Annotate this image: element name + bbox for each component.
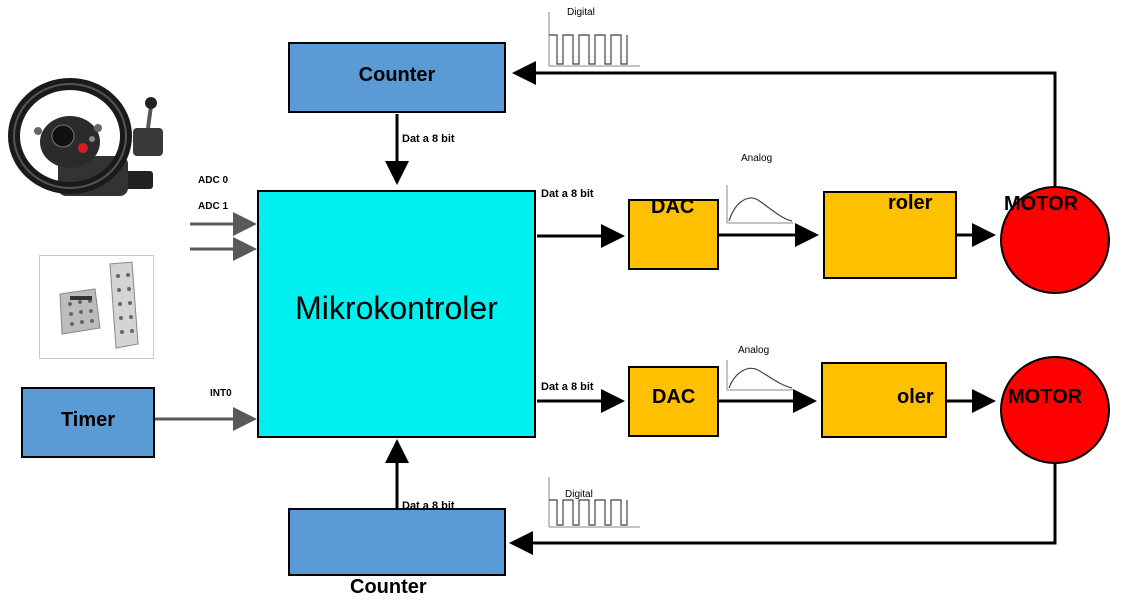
feedback-line-bottom — [509, 463, 1057, 555]
dac-top-label: DAC — [651, 196, 695, 218]
digital-label-top: Digital — [567, 7, 595, 18]
counter-top-label: Counter — [358, 64, 436, 86]
timer-block: Timer — [21, 387, 155, 458]
microcontroller-block: Mikrokontroler — [257, 190, 536, 438]
digital-waveform-top — [548, 12, 640, 67]
adc0-label: ADC 0 — [198, 175, 229, 186]
data-8bit-label-bottom: Dat a 8 bit — [402, 500, 455, 512]
microcontroller-label: Mikrokontroler — [295, 290, 498, 326]
adc1-label: ADC 1 — [198, 201, 229, 212]
analog-label-bottom: Analog — [738, 345, 770, 356]
timer-label: Timer — [60, 409, 116, 431]
int0-label: INT0 — [210, 388, 232, 399]
dac-top-block — [628, 199, 719, 270]
motor-top — [1000, 186, 1110, 294]
counter-top-block: Counter — [288, 42, 506, 113]
motor-bottom-label: MOTOR — [1008, 386, 1083, 408]
motor-bottom — [1000, 356, 1110, 464]
dac-bottom-label: DAC — [652, 386, 696, 408]
pedals-icon — [59, 261, 139, 349]
data-8bit-label-top: Dat a 8 bit — [402, 133, 455, 145]
motor-top-label: MOTOR — [1004, 193, 1079, 215]
roler-top-label: roler — [888, 192, 933, 214]
pedals-image-frame — [39, 255, 154, 359]
counter-bottom-label: Counter — [350, 576, 427, 598]
analog-label-top: Analog — [741, 153, 773, 164]
analog-waveform-top — [726, 185, 793, 224]
digital-label-bottom: Digital — [565, 489, 593, 500]
roler-bottom-block — [821, 362, 947, 438]
digital-waveform-bottom — [548, 477, 640, 528]
roler-top-block — [823, 191, 957, 279]
steering-wheel-icon — [8, 78, 163, 196]
data-8bit-label-right-bottom: Dat a 8 bit — [541, 381, 594, 393]
dac-bottom-block — [628, 366, 719, 437]
feedback-line-top — [512, 61, 1057, 187]
data-8bit-label-right-top: Dat a 8 bit — [541, 188, 594, 200]
roler-bottom-label: oler — [897, 386, 934, 408]
analog-waveform-bottom — [726, 360, 793, 391]
counter-bottom-block — [288, 508, 506, 576]
